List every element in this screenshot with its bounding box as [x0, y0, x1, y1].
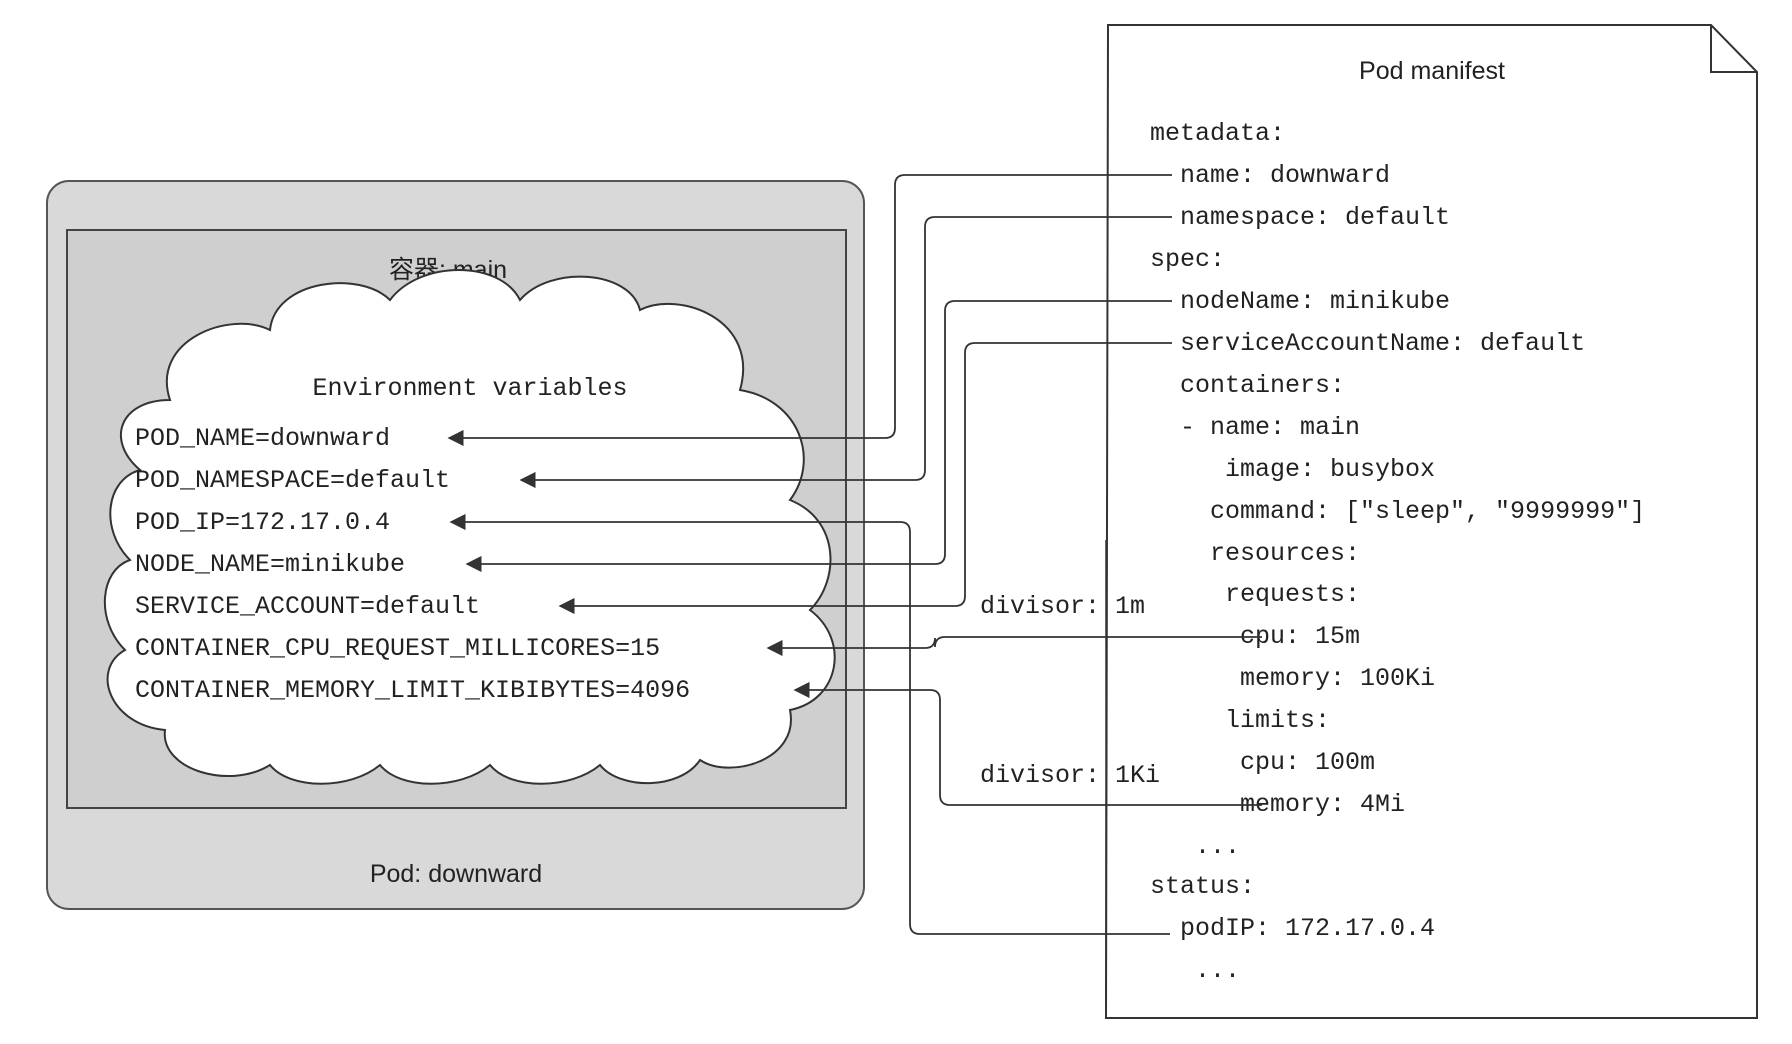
- manifest-line: name: downward: [1150, 161, 1390, 190]
- connector-cpu-request: [766, 636, 1262, 657]
- manifest-line: cpu: 100m: [1150, 748, 1375, 777]
- manifest-line: nodeName: minikube: [1150, 287, 1450, 316]
- cpu-divisor-label: divisor: 1m: [980, 592, 1145, 621]
- manifest-line: image: busybox: [1150, 455, 1435, 484]
- manifest-line: containers:: [1150, 371, 1345, 400]
- connector-pod-namespace: [519, 216, 1172, 489]
- env-var-node-name: NODE_NAME=minikube: [135, 550, 405, 579]
- connector-node-name: [465, 300, 1172, 573]
- manifest-line: - name: main: [1150, 413, 1360, 442]
- env-var-memory-limit: CONTAINER_MEMORY_LIMIT_KIBIBYTES=4096: [135, 676, 690, 705]
- env-var-cpu-request: CONTAINER_CPU_REQUEST_MILLICORES=15: [135, 634, 660, 663]
- manifest-line: ...: [1150, 956, 1240, 985]
- connector-pod-ip: [449, 513, 1170, 935]
- env-var-pod-ip: POD_IP=172.17.0.4: [135, 508, 390, 537]
- memory-divisor-label: divisor: 1Ki: [980, 761, 1160, 790]
- env-title: Environment variables: [312, 374, 627, 403]
- manifest-line: namespace: default: [1150, 203, 1450, 232]
- manifest-line: resources:: [1150, 539, 1360, 568]
- manifest-title: Pod manifest: [1359, 57, 1505, 85]
- manifest-line: podIP: 172.17.0.4: [1150, 914, 1435, 943]
- env-var-pod-namespace: POD_NAMESPACE=default: [135, 466, 450, 495]
- manifest-line: command: ["sleep", "9999999"]: [1150, 497, 1645, 526]
- connector-service-account: [558, 342, 1172, 615]
- connector-pod-name: [447, 174, 1172, 447]
- manifest-line: metadata:: [1150, 119, 1285, 148]
- manifest-line: memory: 100Ki: [1150, 664, 1435, 693]
- env-var-pod-name: POD_NAME=downward: [135, 424, 390, 453]
- manifest-line: status:: [1150, 872, 1255, 901]
- connector-memory-limit: [793, 681, 1262, 806]
- manifest-page-fold: [1710, 25, 1757, 73]
- env-cloud: [104, 269, 836, 785]
- manifest-line: serviceAccountName: default: [1150, 329, 1585, 358]
- manifest-line: limits:: [1150, 706, 1330, 735]
- manifest-lines: metadata: name: downward namespace: defa…: [1150, 119, 1645, 985]
- env-var-service-account: SERVICE_ACCOUNT=default: [135, 592, 480, 621]
- pod-label: Pod: downward: [370, 860, 542, 888]
- manifest-line: ...: [1150, 832, 1240, 861]
- manifest-line: spec:: [1150, 245, 1225, 274]
- manifest-line: requests:: [1150, 580, 1360, 609]
